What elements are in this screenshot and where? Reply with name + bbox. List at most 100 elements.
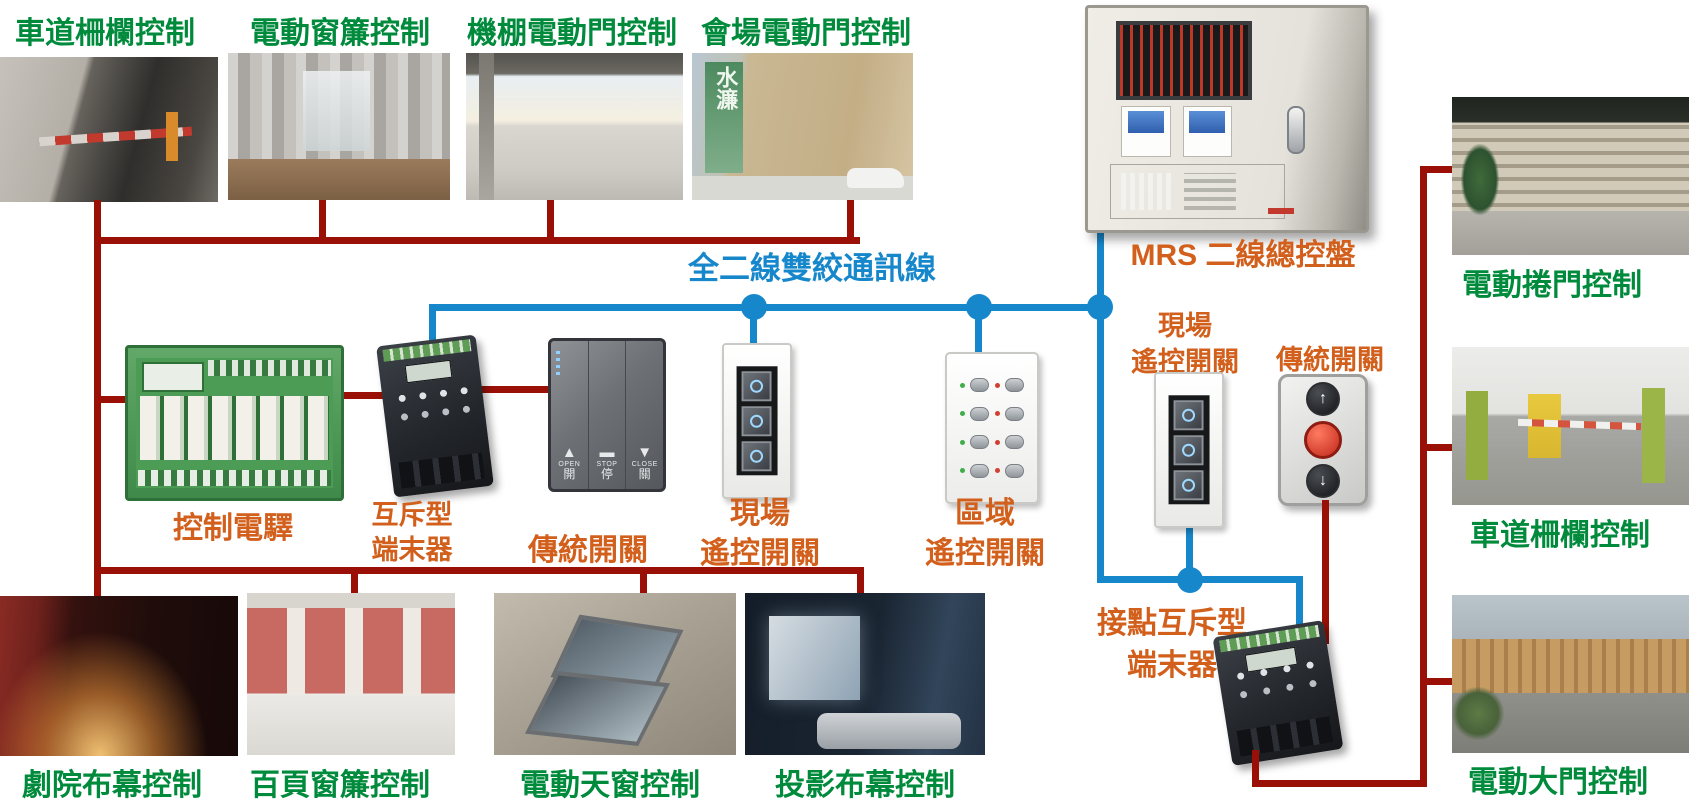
- label-contact-terminal-1: 接點互斥型: [1097, 607, 1247, 640]
- power-button-icon[interactable]: [1174, 469, 1204, 500]
- skylight-glass-graphic: [524, 671, 670, 747]
- label-right-traditional-switch: 傳統開關: [1276, 345, 1384, 375]
- wire-top-bus: [94, 237, 860, 244]
- remote-row: [955, 463, 1029, 478]
- up-button-icon[interactable]: ↑: [1306, 382, 1340, 416]
- green-led-icon: [960, 382, 966, 388]
- led-indicator: [556, 349, 560, 375]
- label-right-local-remote-1: 現場: [1158, 311, 1212, 341]
- photo-driveway-barrier-right: [1452, 347, 1689, 505]
- panel-button-plate: [1110, 163, 1285, 219]
- label-venue-door: 會場電動門控制: [701, 17, 911, 50]
- car-graphic: [846, 167, 905, 189]
- panel-keypad-right: [1182, 105, 1232, 157]
- switch-well: [1168, 395, 1210, 505]
- power-button-icon[interactable]: [742, 406, 772, 436]
- remote-button[interactable]: [1004, 378, 1024, 393]
- photo-motor-skylight: [494, 593, 736, 755]
- remote-button[interactable]: [970, 463, 990, 478]
- wire-stub-roller: [1420, 166, 1456, 173]
- power-button-icon[interactable]: [742, 371, 772, 402]
- remote-button[interactable]: [970, 378, 990, 393]
- bus-drop-right-switch: [1186, 524, 1193, 580]
- wire-stub-hangar: [547, 200, 554, 240]
- photo-venue-door: 水濂: [692, 53, 913, 200]
- junction-node-icon: [1177, 567, 1203, 593]
- wire-stub-gate: [1420, 678, 1456, 685]
- remote-button[interactable]: [1004, 463, 1024, 478]
- power-button-icon[interactable]: [1174, 400, 1204, 431]
- relay-bank: [140, 396, 329, 460]
- label-driveway-barrier-top: 車道柵欄控制: [15, 17, 195, 50]
- label-motor-skylight: 電動天窗控制: [520, 769, 700, 802]
- red-led-icon: [994, 468, 1000, 474]
- wire-stub-curtain: [319, 200, 326, 240]
- power-button-icon[interactable]: [742, 440, 772, 471]
- red-led-icon: [994, 439, 1000, 445]
- projection-screen-graphic: [769, 615, 861, 700]
- relay-display: [142, 362, 204, 392]
- down-button-icon[interactable]: ↓: [1306, 464, 1340, 498]
- wire-terminal-to-switch: [468, 386, 550, 393]
- terminal-strip-top: [208, 360, 331, 376]
- remote-button[interactable]: [970, 435, 990, 450]
- close-arrow-icon: ▼: [637, 444, 653, 462]
- barrier-post-graphic: [165, 112, 178, 162]
- stop-button-icon[interactable]: [1304, 421, 1342, 459]
- terminal-strip-bottom: [138, 470, 331, 486]
- zone-remote-switch[interactable]: [945, 352, 1039, 504]
- photo-theater-curtain: [0, 596, 238, 756]
- panel-indicator-screen: [1115, 21, 1252, 101]
- bus-drop-terminal: [429, 304, 436, 344]
- wire-stub-garage: [1420, 444, 1456, 451]
- wire-right-vertical: [1420, 166, 1427, 787]
- module-buttons: [1228, 655, 1323, 703]
- module-slots: [398, 452, 485, 489]
- push-button-switch[interactable]: ↑ ↓: [1278, 374, 1368, 506]
- power-button-icon[interactable]: [1174, 435, 1204, 465]
- label-projection-screen: 投影布幕控制: [775, 769, 955, 802]
- panel-keypad-left: [1121, 105, 1171, 157]
- label-motor-gate: 電動大門控制: [1468, 766, 1648, 799]
- label-hangar-door: 機棚電動門控制: [467, 17, 677, 50]
- local-remote-switch[interactable]: [722, 343, 792, 499]
- red-led-icon: [994, 382, 1000, 388]
- panel-lock-handle[interactable]: [1286, 105, 1305, 154]
- photo-driveway-barrier-top: [0, 57, 218, 202]
- label-motor-curtain: 電動窗簾控制: [250, 17, 430, 50]
- label-zone-remote-1: 區域: [955, 497, 1015, 530]
- brand-logo: [1267, 208, 1294, 215]
- sofa-graphic: [817, 712, 961, 749]
- label-two-wire-bus: 全二線雙絞通訊線: [688, 251, 936, 286]
- wire-relay-to-terminal: [338, 392, 394, 399]
- wire-bottom-right: [1252, 780, 1427, 787]
- photo-projection-screen: [745, 593, 985, 755]
- right-local-remote-switch[interactable]: [1154, 372, 1224, 528]
- remote-button[interactable]: [970, 406, 990, 421]
- wire-bottom-bus: [94, 567, 864, 574]
- photo-motor-curtain: [228, 53, 450, 200]
- blind-rail-graphic: [247, 593, 455, 608]
- label-theater-curtain: 劇院布幕控制: [22, 769, 202, 802]
- remote-button[interactable]: [1004, 406, 1024, 421]
- label-zone-remote-2: 遙控開關: [925, 537, 1045, 570]
- stop-zh-label: 停: [601, 467, 614, 482]
- close-zh-label: 關: [638, 467, 651, 482]
- wire-terminal-down: [1252, 750, 1259, 786]
- bus-main-horizontal: [429, 304, 1107, 311]
- interlock-terminal-module: [376, 334, 494, 498]
- green-led-icon: [960, 468, 966, 474]
- window-graphic: [303, 70, 371, 152]
- label-venetian-blinds: 百頁窗簾控制: [250, 769, 430, 802]
- remote-button[interactable]: [1004, 435, 1024, 450]
- label-interlock-terminal-1: 互斥型: [371, 500, 453, 530]
- keypad-screen: [1189, 110, 1226, 134]
- wire-pushbox-to-terminal: [1322, 500, 1329, 644]
- module-slots: [1236, 716, 1334, 757]
- control-relay-board: [125, 345, 344, 501]
